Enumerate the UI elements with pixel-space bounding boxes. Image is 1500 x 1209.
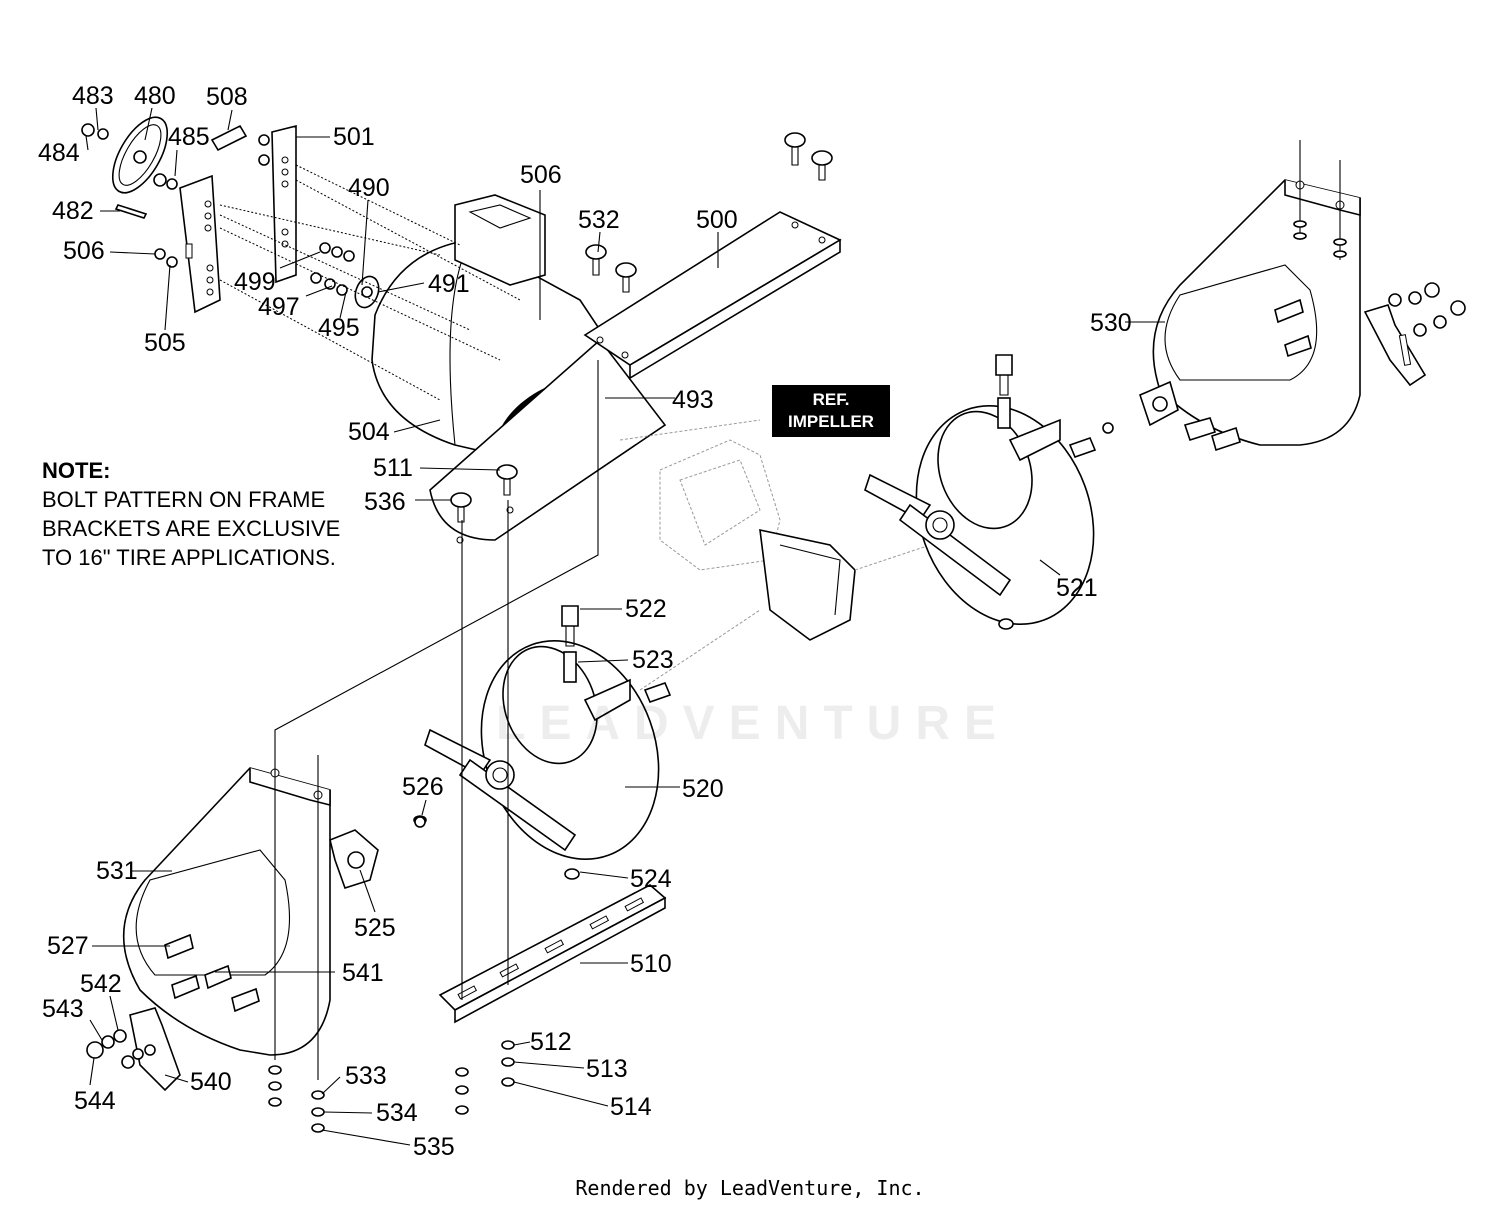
- auger-520: [413, 605, 672, 880]
- note-line-3: TO 16" TIRE APPLICATIONS.: [42, 545, 336, 570]
- label-484: 484: [38, 139, 80, 167]
- label-540: 540: [190, 1068, 232, 1096]
- label-497: 497: [258, 293, 300, 321]
- label-544: 544: [74, 1087, 116, 1115]
- shave-plate-510: [438, 500, 667, 1024]
- ref-callout-line-2: IMPELLER: [788, 412, 874, 431]
- impeller-gearbox-reference: [619, 419, 931, 691]
- ref-impeller-callout: REF. IMPELLER: [772, 385, 890, 437]
- bracket-plates: [179, 124, 297, 314]
- label-490: 490: [348, 174, 390, 202]
- label-535: 535: [413, 1133, 455, 1161]
- label-521: 521: [1056, 574, 1098, 602]
- label-514: 514: [610, 1093, 652, 1121]
- label-522: 522: [625, 595, 667, 623]
- note-block: NOTE: BOLT PATTERN ON FRAME BRACKETS ARE…: [42, 456, 340, 572]
- side-plate-530: [1102, 140, 1466, 452]
- label-526: 526: [402, 773, 444, 801]
- label-532: 532: [578, 206, 620, 234]
- label-541: 541: [342, 959, 384, 987]
- label-500: 500: [696, 206, 738, 234]
- label-491: 491: [428, 270, 470, 298]
- label-493: 493: [672, 386, 714, 414]
- label-505: 505: [144, 329, 186, 357]
- leader-lines: [85, 107, 1165, 1146]
- label-510: 510: [630, 950, 672, 978]
- label-525: 525: [354, 914, 396, 942]
- label-533: 533: [345, 1062, 387, 1090]
- label-530: 530: [1090, 309, 1132, 337]
- footer-credit: Rendered by LeadVenture, Inc.: [575, 1176, 925, 1200]
- label-506-top: 506: [520, 161, 562, 189]
- label-499: 499: [234, 268, 276, 296]
- watermark: LEADVENTURE: [496, 697, 1011, 750]
- bearing-assembly: [219, 164, 521, 401]
- label-480: 480: [134, 82, 176, 110]
- ref-callout-line-1: REF.: [812, 390, 850, 409]
- auger-521: [864, 354, 1097, 630]
- label-506-left: 506: [63, 237, 105, 265]
- label-531: 531: [96, 857, 138, 885]
- label-513: 513: [586, 1055, 628, 1083]
- label-524: 524: [630, 865, 672, 893]
- label-501: 501: [333, 123, 375, 151]
- pulley-480: [81, 116, 270, 268]
- label-542: 542: [80, 970, 122, 998]
- label-523: 523: [632, 646, 674, 674]
- label-534: 534: [376, 1099, 418, 1127]
- label-527: 527: [47, 932, 89, 960]
- label-512: 512: [530, 1028, 572, 1056]
- label-504: 504: [348, 418, 390, 446]
- note-line-1: BOLT PATTERN ON FRAME: [42, 487, 326, 512]
- hardware-stacks: [268, 1040, 515, 1133]
- label-508: 508: [206, 83, 248, 111]
- label-536: 536: [364, 488, 406, 516]
- label-543: 543: [42, 995, 84, 1023]
- part-number-labels: 483 480 508 484 485 501 490 506 482 532 …: [38, 82, 1132, 1161]
- auger-housing: [371, 194, 667, 544]
- label-483: 483: [72, 82, 114, 110]
- label-482: 482: [52, 197, 94, 225]
- note-title: NOTE:: [42, 458, 111, 483]
- label-511: 511: [373, 454, 413, 482]
- label-520: 520: [682, 775, 724, 803]
- note-line-2: BRACKETS ARE EXCLUSIVE: [42, 516, 341, 541]
- label-485: 485: [168, 123, 210, 151]
- side-plate-531: [86, 740, 426, 1092]
- label-495: 495: [318, 314, 360, 342]
- frame-bar-500: [583, 211, 842, 380]
